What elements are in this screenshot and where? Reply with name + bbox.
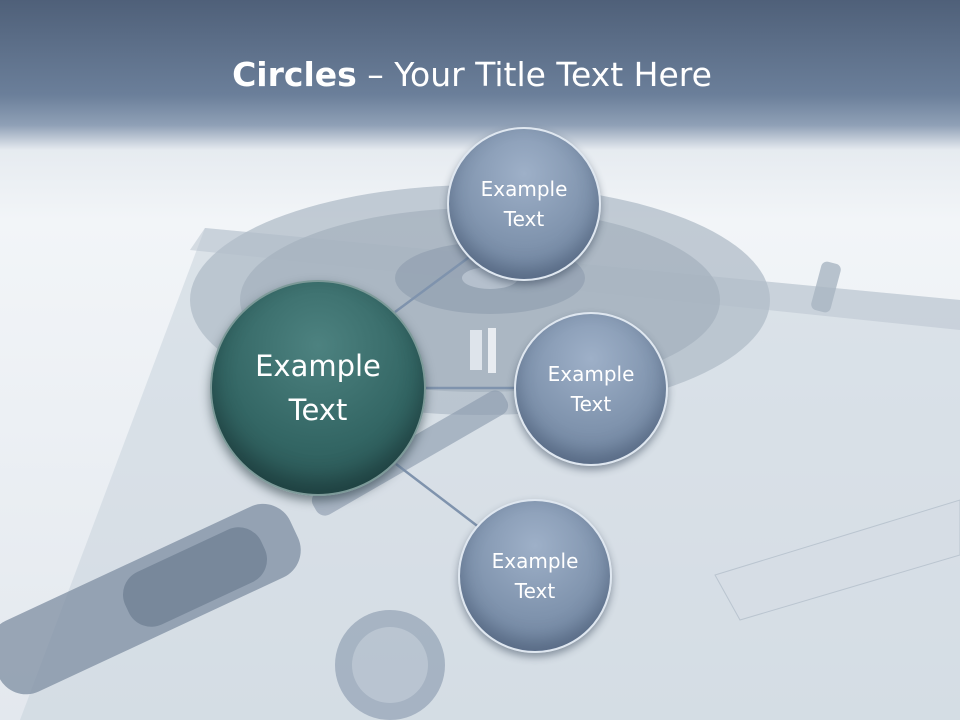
node-circle-text: Example Text bbox=[491, 549, 579, 603]
slide-title: Circles – Your Title Text Here bbox=[0, 55, 944, 94]
connector-line bbox=[394, 253, 473, 314]
node-circle-bottom: Example Text bbox=[458, 499, 612, 653]
title-bold: Circles bbox=[232, 55, 357, 94]
connector-line bbox=[395, 463, 481, 529]
center-circle-text: Example Text bbox=[255, 349, 381, 427]
node-circle-middle: Example Text bbox=[514, 312, 668, 466]
node-circle-top: Example Text bbox=[447, 127, 601, 281]
center-circle: Example Text bbox=[210, 280, 426, 496]
node-circle-text: Example Text bbox=[480, 177, 568, 231]
title-rest: – Your Title Text Here bbox=[356, 55, 712, 94]
node-circle-text: Example Text bbox=[547, 362, 635, 416]
